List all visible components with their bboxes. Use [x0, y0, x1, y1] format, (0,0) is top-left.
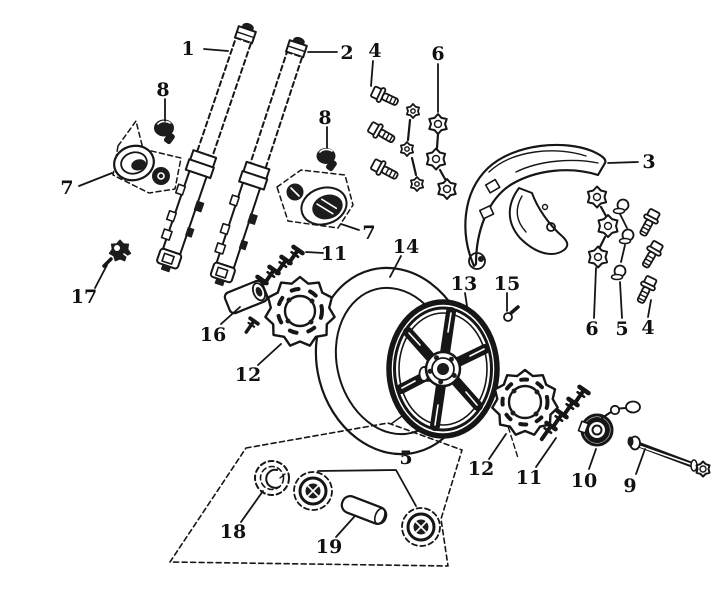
- leader-line-1: [203, 48, 229, 52]
- leader-line-16: [220, 306, 241, 325]
- part-label-6: 6: [431, 43, 444, 65]
- wheel-hub: [418, 350, 462, 388]
- leader-line-11: [535, 437, 557, 468]
- leader-line-12: [488, 433, 507, 460]
- leader-line-13: [464, 292, 468, 307]
- part-label-12: 12: [235, 364, 261, 386]
- part-label-15: 15: [494, 273, 520, 295]
- part-label-9: 9: [623, 475, 636, 497]
- flange-nut-6: [587, 245, 609, 269]
- leader-line-12: [257, 343, 282, 366]
- speedo-drive: [577, 400, 641, 447]
- part-label-6: 6: [585, 318, 598, 340]
- part-label-7: 7: [60, 177, 73, 199]
- part-label-5: 5: [615, 318, 628, 340]
- wheel-bearing-right: [401, 507, 441, 547]
- leader-line-14: [389, 255, 402, 278]
- acorn-nut-5: [610, 198, 635, 281]
- front-axle: [627, 435, 711, 478]
- part-label-11: 11: [516, 467, 542, 489]
- cap-nut-17: [102, 239, 132, 268]
- part-label-13: 13: [451, 273, 477, 295]
- part-label-7: 7: [362, 222, 375, 244]
- leader-line-7: [78, 172, 113, 187]
- hardware-group-right: [586, 185, 666, 307]
- clip-15: [503, 305, 520, 322]
- wheel-rim: [386, 299, 500, 439]
- leader-line-6: [593, 267, 597, 319]
- part-label-5: 5: [399, 447, 412, 469]
- caliper-kit-left: [112, 120, 182, 194]
- front-fender: [464, 143, 607, 270]
- part-label-17: 17: [71, 286, 97, 308]
- leader-line-5: [619, 281, 623, 319]
- bearing-kit-box: [169, 422, 463, 567]
- bolt-4: [368, 83, 402, 111]
- part-label-8: 8: [156, 79, 169, 101]
- small-nut: [410, 176, 424, 192]
- small-nut: [400, 141, 414, 157]
- bolt-4: [368, 156, 402, 184]
- bolt-8-left: [154, 119, 175, 145]
- caliper-piston-left: [152, 167, 170, 185]
- leader-line-19: [335, 516, 355, 538]
- brake-disc-right: [491, 368, 559, 436]
- part-label-2: 2: [340, 42, 353, 64]
- leader-line-9: [635, 448, 646, 475]
- part-label-14: 14: [393, 236, 419, 258]
- leader-line-17: [94, 264, 108, 289]
- spacer-19: [340, 495, 388, 525]
- leader-line-4: [647, 299, 652, 318]
- part-label-3: 3: [642, 151, 655, 173]
- leader-line-18: [240, 490, 264, 523]
- part-label-4: 4: [641, 317, 654, 339]
- part-label-10: 10: [571, 470, 597, 492]
- leader-line-4: [370, 60, 374, 87]
- bolt-4: [365, 119, 399, 148]
- brake-disc-left: [264, 275, 336, 347]
- leader-line-3: [607, 161, 639, 164]
- part-label-8: 8: [318, 107, 331, 129]
- part-label-12: 12: [468, 458, 494, 480]
- part-label-16: 16: [200, 324, 226, 346]
- leader-line-11: [305, 251, 324, 254]
- bolt-4: [635, 206, 663, 240]
- flange-nut-6: [597, 214, 619, 238]
- axle-collar-16: [223, 279, 269, 315]
- leader-line-10: [588, 448, 597, 470]
- oil-seal-18: [254, 460, 290, 496]
- part-label-11: 11: [321, 243, 347, 265]
- bolt-4: [637, 238, 666, 272]
- part-label-4: 4: [368, 40, 381, 62]
- part-label-19: 19: [316, 536, 342, 558]
- bolt-4: [632, 273, 660, 307]
- flange-nut-6: [437, 178, 457, 200]
- flange-nut-6: [428, 113, 448, 135]
- bearing-bracket-line: [317, 469, 417, 507]
- flange-nut-6: [425, 147, 447, 171]
- fork-tube-right: [209, 36, 308, 287]
- hardware-group-top: [365, 83, 457, 200]
- bolt-8-right: [316, 148, 337, 172]
- fork-tube-left: [156, 22, 257, 273]
- wheel-bearing-left: [293, 471, 333, 511]
- part-label-18: 18: [220, 521, 246, 543]
- small-nut: [406, 103, 420, 119]
- flange-nut-6: [586, 185, 608, 209]
- leader-line-7: [340, 223, 360, 231]
- part-label-1: 1: [181, 38, 194, 60]
- caliper-kit-right: [276, 169, 354, 229]
